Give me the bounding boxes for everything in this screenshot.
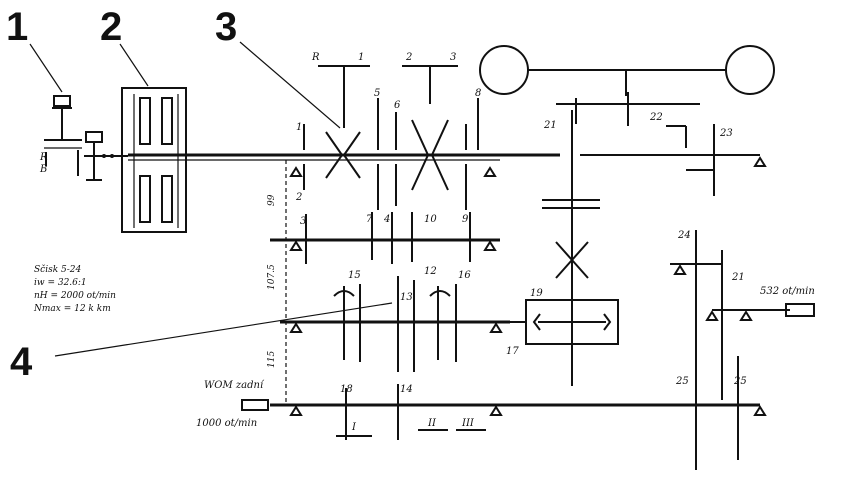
label-left-r: R	[39, 152, 48, 163]
pto-532-label: 532 ot/min	[760, 286, 815, 297]
top-selector-forks	[318, 65, 458, 128]
engine-input	[44, 95, 128, 181]
gear-label-22: 22	[649, 112, 663, 123]
gear-label-13: 13	[400, 292, 413, 303]
gear-label-16: 16	[458, 270, 471, 281]
gear-label-25b: 25	[733, 376, 747, 387]
clutch-assembly	[121, 87, 187, 233]
gear-label-10: 10	[424, 214, 437, 225]
leader-2	[119, 43, 149, 87]
spec-line-2: iw = 32.6:1	[34, 278, 87, 288]
dimension-chain	[280, 160, 292, 405]
pto-532-stub	[785, 303, 815, 317]
gear-label-3: 3	[300, 216, 306, 227]
pto-label-bottom: 1000 ot/min	[196, 418, 257, 429]
gear-label-6: 6	[394, 100, 401, 111]
countershaft-gears	[289, 212, 497, 264]
gear-label-23: 23	[719, 128, 733, 139]
dim-107: 107.5	[267, 264, 277, 290]
gear-label-19: 19	[530, 288, 543, 299]
bearings-main	[289, 156, 767, 177]
callout-2: 2	[100, 5, 122, 49]
gear-label-25: 25	[675, 376, 689, 387]
callout-1: 1	[6, 5, 28, 49]
gear-label-1: 1	[296, 122, 302, 133]
callout-4: 4	[10, 340, 33, 384]
synchronizer-pack	[303, 98, 479, 210]
bottom-label-ii: II	[427, 418, 437, 429]
leader-4	[54, 302, 393, 357]
pto-1000-stub	[241, 399, 269, 411]
dim-115: 115	[267, 351, 277, 368]
top-label-1: 1	[358, 52, 364, 63]
label-left-b: B	[39, 164, 47, 175]
gear-label-21: 21	[543, 120, 557, 131]
spec-line-4: Nmax = 12 k km	[33, 304, 111, 314]
gear-label-5: 5	[374, 88, 380, 99]
leader-3	[239, 41, 341, 129]
spec-line-1: Sčisk 5-24	[34, 264, 82, 275]
dim-99: 99	[267, 194, 277, 206]
output-shaft-gears	[289, 276, 503, 372]
bevel-drive	[510, 110, 619, 386]
gear-label-14: 14	[400, 384, 413, 395]
gear-label-8: 8	[475, 88, 481, 99]
pto-lower-gears	[289, 384, 767, 440]
leader-1	[29, 43, 63, 93]
gear-label-18: 18	[340, 384, 353, 395]
top-label-3: 3	[450, 52, 456, 63]
callout-3: 3	[215, 5, 237, 49]
top-label-2: 2	[405, 52, 412, 63]
gear-label-24: 24	[677, 230, 691, 241]
gear-label-7: 7	[366, 214, 373, 225]
rear-axle	[479, 45, 775, 196]
gear-label-2: 2	[295, 192, 302, 203]
spec-block: Sčisk 5-24 iw = 32.6:1 nH = 2000 ot/min …	[33, 264, 116, 314]
gear-label-12: 12	[424, 266, 437, 277]
top-label-r: R	[311, 52, 320, 63]
bottom-label-iii: III	[461, 418, 475, 429]
bottom-label-i: I	[351, 422, 357, 433]
gear-label-4: 4	[383, 214, 390, 225]
gear-label-15: 15	[348, 270, 361, 281]
gear-label-9: 9	[462, 214, 469, 225]
spec-line-3: nH = 2000 ot/min	[34, 291, 116, 301]
right-gear-train	[670, 230, 790, 470]
gear-label-21b: 21	[731, 272, 745, 283]
pto-label-top: WOM zadní	[204, 380, 265, 391]
gear-label-17: 17	[506, 346, 519, 357]
